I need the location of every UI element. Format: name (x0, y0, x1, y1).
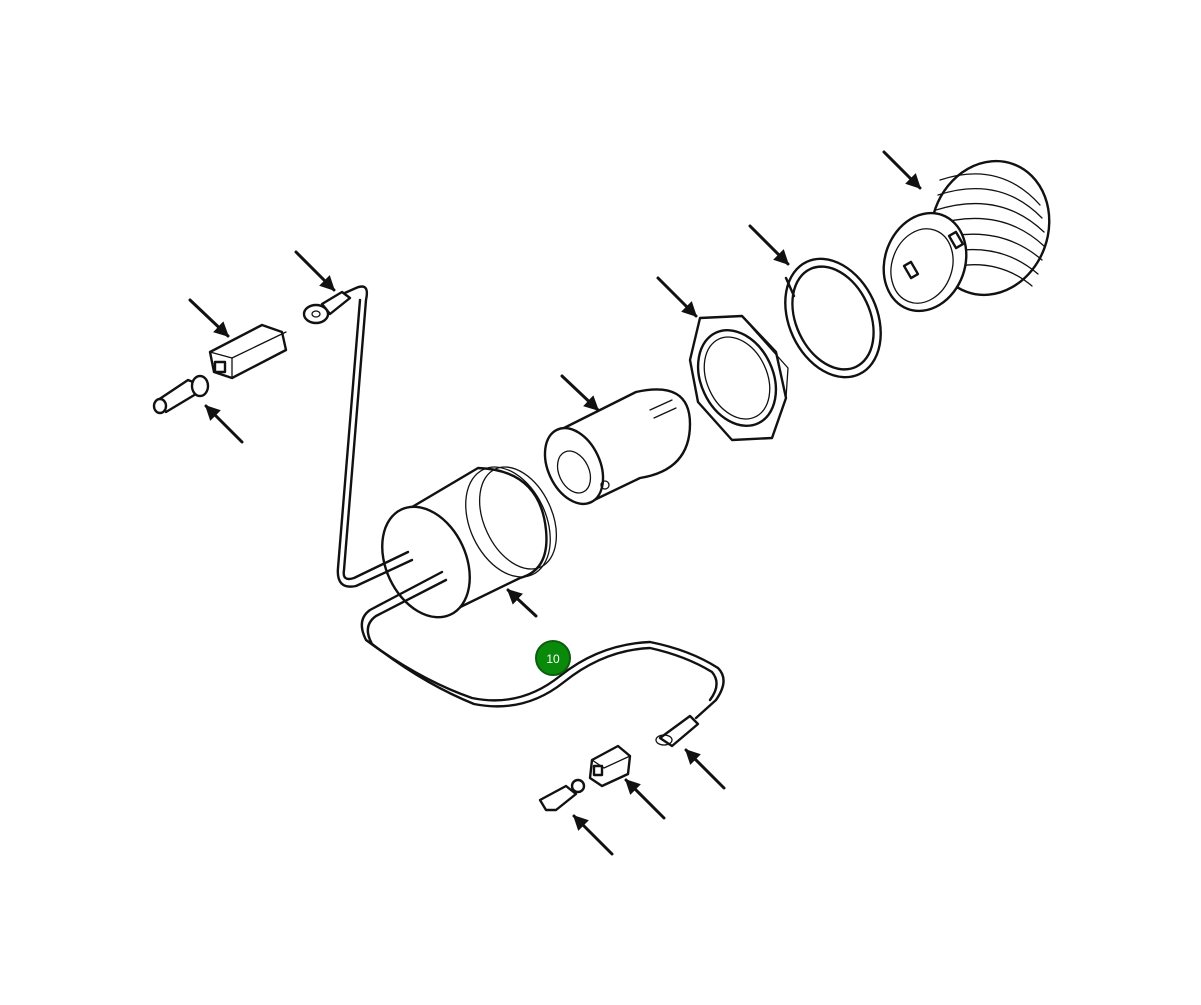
lamp-socket-body (381, 466, 557, 619)
leader-arrows (188, 150, 922, 856)
callout-circle[interactable] (535, 640, 571, 676)
callout-badge[interactable]: 10 (535, 640, 571, 676)
split-ring (784, 257, 882, 379)
upper-wire-lead (302, 285, 414, 588)
pin-terminal-bottom (538, 778, 586, 812)
connector-housing-bottom (588, 744, 632, 788)
lower-wire-lead (360, 570, 725, 748)
knurled-housing (882, 159, 1051, 313)
connector-housing-left (208, 323, 288, 380)
hex-nut (688, 314, 789, 442)
callout-number: 10 (546, 652, 560, 666)
pin-terminal-left (152, 374, 210, 415)
lamp-bulb (543, 388, 692, 506)
